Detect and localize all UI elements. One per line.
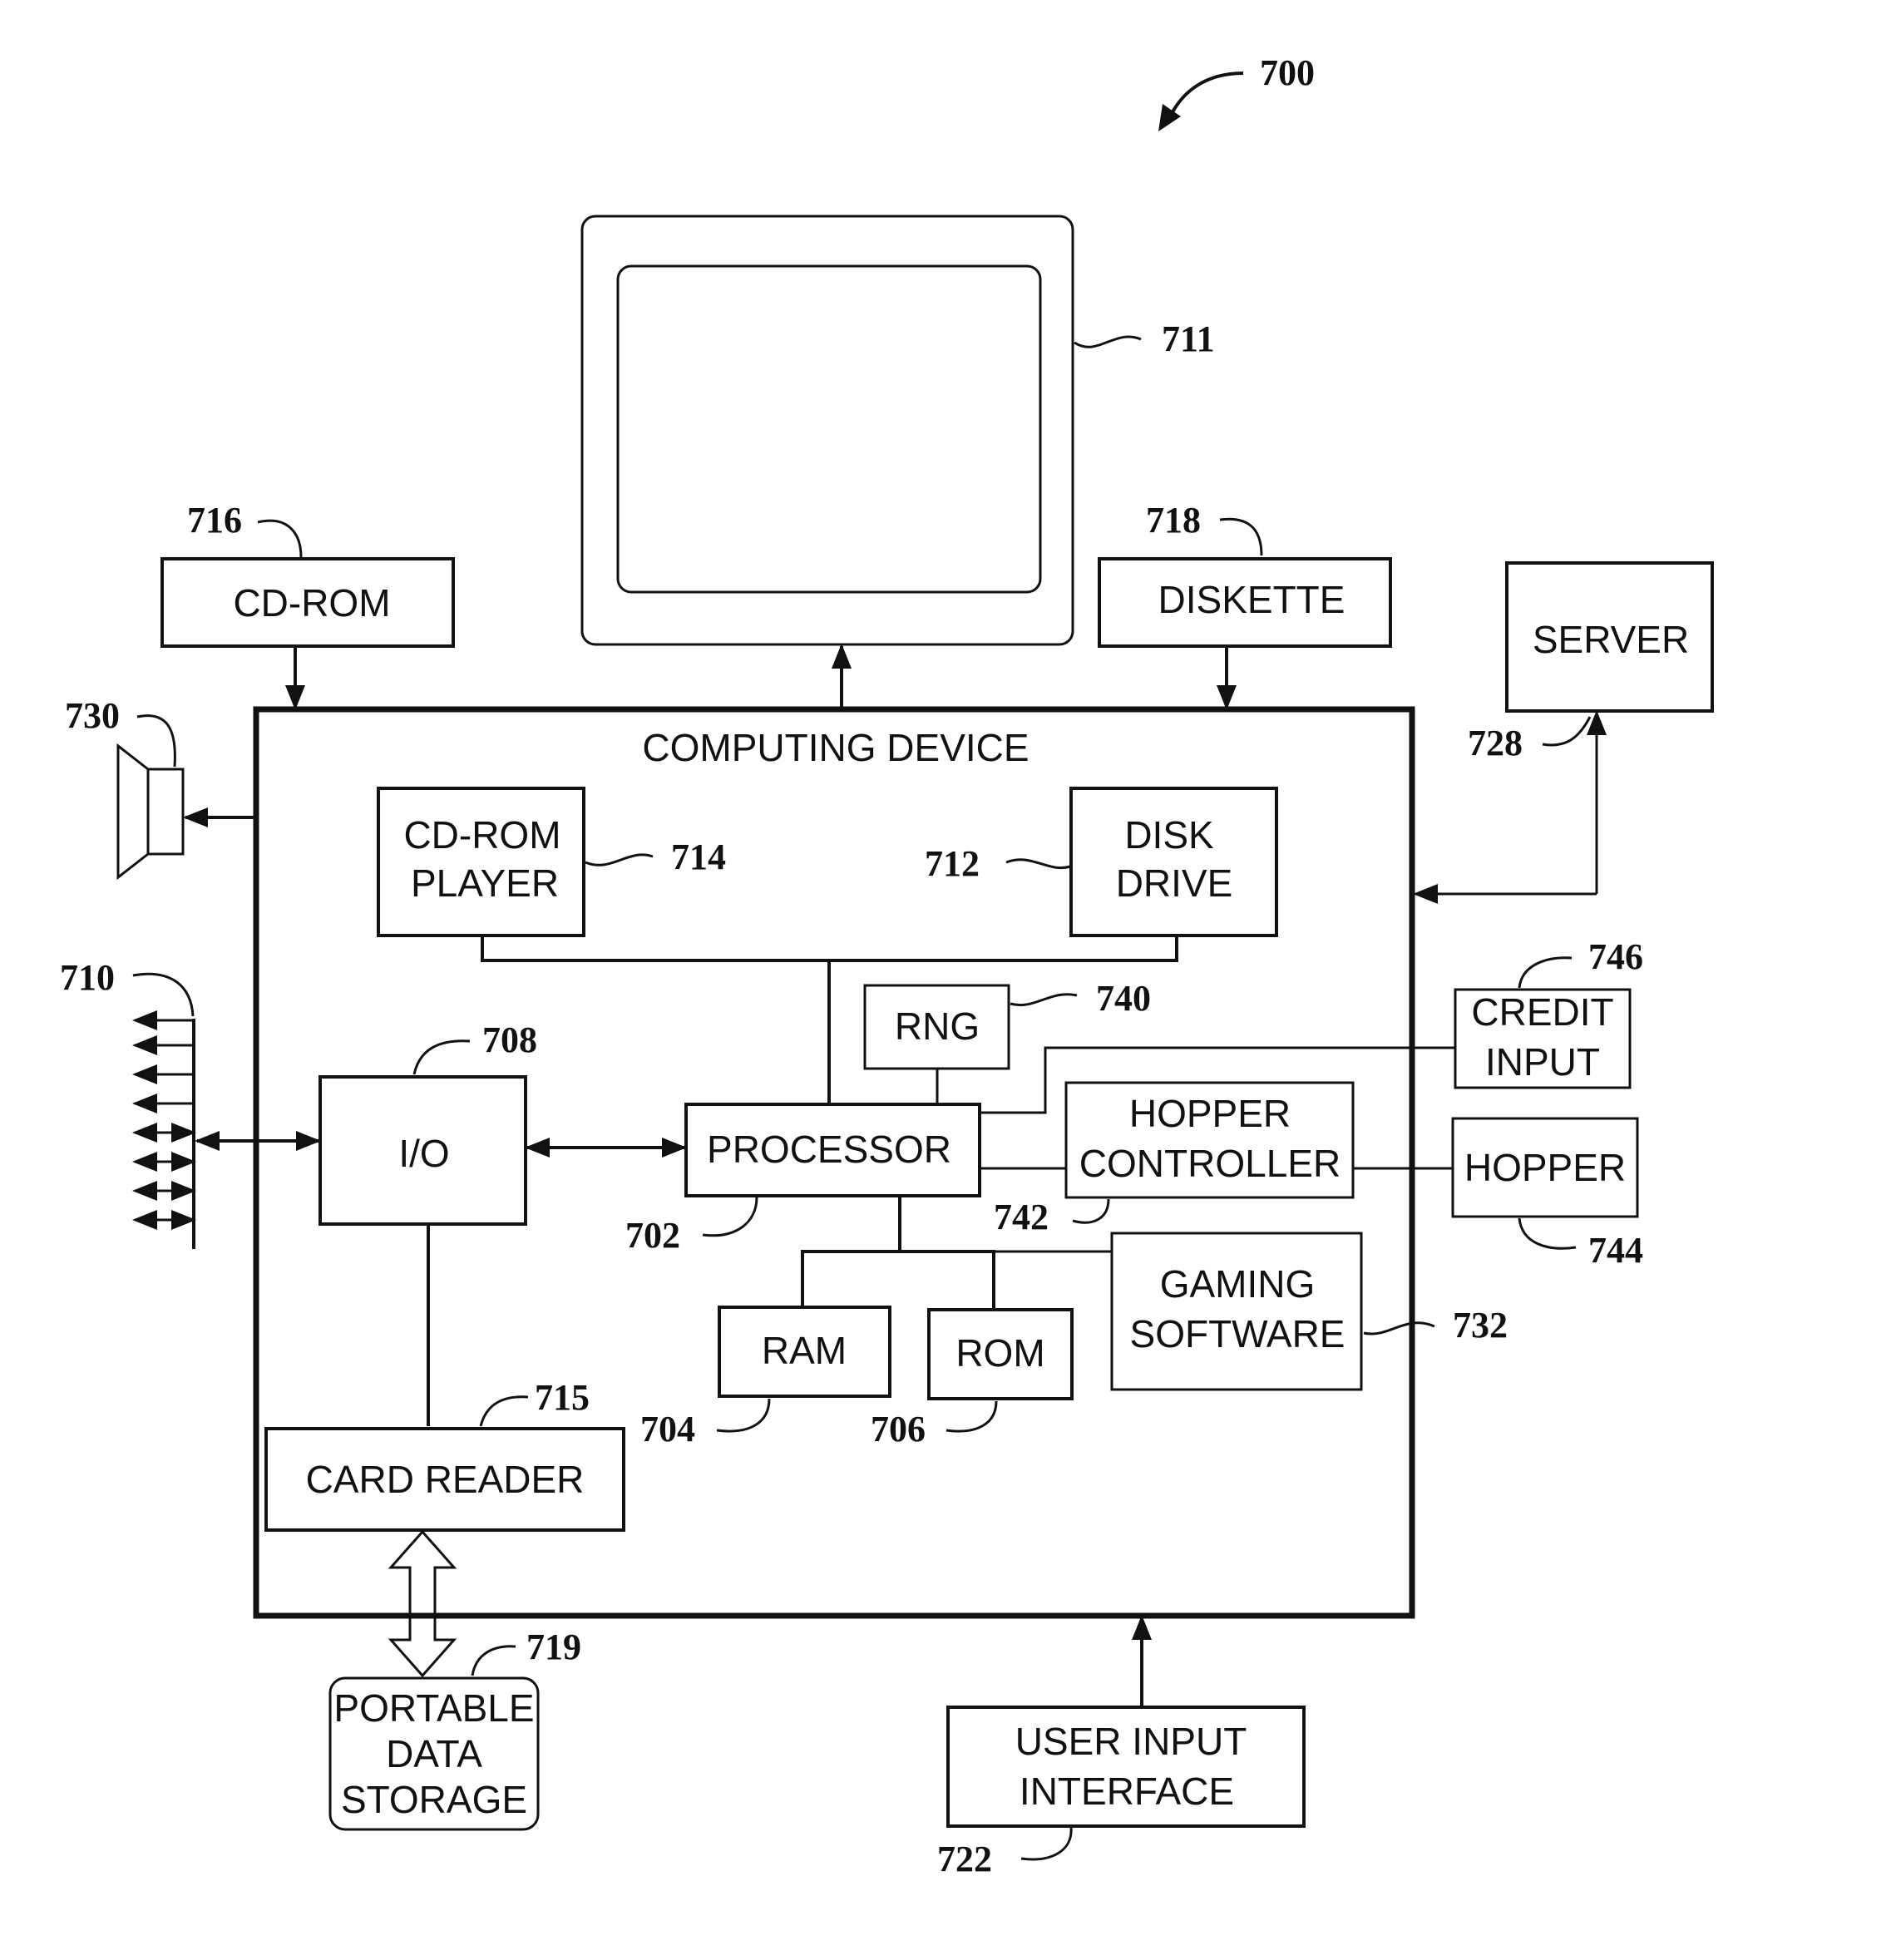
ref-706: 706 [871, 1409, 926, 1449]
gaming-software: GAMING SOFTWARE 732 [1112, 1233, 1508, 1390]
ref-715: 715 [535, 1377, 590, 1418]
ref-719: 719 [526, 1627, 581, 1667]
card-reader-label: CARD READER [306, 1458, 585, 1501]
hopper-controller-label-2: CONTROLLER [1079, 1142, 1341, 1185]
leader-708 [414, 1041, 470, 1074]
ref-702: 702 [625, 1215, 680, 1256]
cdrom-external-label: CD-ROM [233, 581, 390, 625]
ref-718: 718 [1146, 500, 1201, 541]
ref-712: 712 [925, 843, 980, 884]
portable-storage-label-2: DATA [386, 1732, 482, 1775]
card-reader-storage-double-arrow [391, 1532, 454, 1676]
ref-708: 708 [482, 1019, 537, 1060]
figure-ref-arrow [1168, 73, 1243, 121]
ref-740: 740 [1096, 978, 1151, 1019]
leader-716 [258, 521, 301, 557]
monitor-screen [618, 266, 1040, 592]
ref-744: 744 [1588, 1230, 1643, 1271]
portable-data-storage: PORTABLE DATA STORAGE 719 [330, 1627, 581, 1829]
leader-722 [1021, 1828, 1071, 1859]
monitor-bezel [582, 216, 1073, 644]
display-monitor: 711 [582, 216, 1215, 644]
rom-label: ROM [955, 1331, 1044, 1375]
leader-704 [717, 1399, 769, 1431]
hopper: HOPPER 744 [1353, 1118, 1643, 1271]
server: SERVER 728 [1415, 563, 1712, 894]
io-label: I/O [398, 1132, 449, 1175]
leader-730 [137, 716, 175, 767]
hopper-controller: HOPPER CONTROLLER 742 [980, 1083, 1353, 1237]
ref-746: 746 [1588, 936, 1643, 977]
leader-744 [1519, 1218, 1576, 1248]
ref-711: 711 [1162, 318, 1215, 359]
leader-719 [472, 1646, 516, 1676]
disk-drive: DISK DRIVE 712 [925, 788, 1276, 936]
leader-740 [1010, 995, 1077, 1005]
cdrom-player-label-2: PLAYER [411, 862, 559, 905]
portable-storage-label-3: STORAGE [341, 1778, 527, 1821]
ram-label: RAM [762, 1329, 847, 1372]
ref-728: 728 [1468, 723, 1523, 763]
diskette: DISKETTE 718 [1099, 500, 1390, 708]
cdrom-player-label-1: CD-ROM [403, 813, 560, 857]
leader-728 [1543, 717, 1590, 745]
leader-715 [481, 1397, 528, 1426]
disk-drive-label-2: DRIVE [1116, 862, 1233, 905]
leader-718 [1220, 519, 1262, 555]
rom: ROM 706 [871, 1310, 1072, 1449]
processor: PROCESSOR 702 [527, 1104, 980, 1256]
leader-702 [703, 1197, 757, 1236]
rng-label: RNG [895, 1005, 980, 1048]
leader-732 [1364, 1323, 1434, 1334]
leader-714 [585, 855, 653, 865]
user-input-label-2: INTERFACE [1020, 1770, 1234, 1813]
user-input-label-1: USER INPUT [1015, 1720, 1247, 1763]
ref-730: 730 [65, 695, 120, 736]
ref-722: 722 [937, 1839, 992, 1879]
ref-710: 710 [60, 957, 115, 998]
ref-704: 704 [640, 1409, 695, 1449]
computing-device-label: COMPUTING DEVICE [642, 726, 1029, 769]
speaker-cone [118, 746, 148, 877]
ref-716: 716 [187, 500, 242, 541]
portable-storage-label-1: PORTABLE [333, 1686, 534, 1730]
ref-714: 714 [671, 837, 726, 877]
user-input-interface: USER INPUT INTERFACE 722 [937, 1617, 1304, 1879]
figure-ref-number: 700 [1260, 52, 1315, 93]
hopper-label: HOPPER [1464, 1146, 1626, 1189]
gaming-software-label-1: GAMING [1160, 1262, 1316, 1306]
leader-742 [1073, 1199, 1108, 1222]
credit-input-label-1: CREDIT [1471, 990, 1613, 1034]
leader-711 [1074, 337, 1141, 347]
leader-710 [133, 974, 193, 1016]
leader-746 [1519, 958, 1572, 988]
ref-742: 742 [994, 1197, 1049, 1237]
io: I/O 708 [320, 1019, 537, 1426]
card-reader: CARD READER 715 [266, 1377, 624, 1530]
figure-ref: 700 [1158, 52, 1315, 131]
server-label: SERVER [1533, 618, 1689, 661]
ram: RAM 704 [640, 1307, 890, 1449]
credit-input: CREDIT INPUT 746 [980, 936, 1643, 1113]
leader-706 [946, 1401, 996, 1431]
speaker: 730 [65, 695, 254, 877]
memory-bus [802, 1252, 994, 1310]
storage-bus [482, 936, 1177, 960]
speaker-body [148, 769, 183, 854]
processor-label: PROCESSOR [707, 1128, 951, 1171]
gaming-software-label-2: SOFTWARE [1130, 1312, 1345, 1355]
cdrom-player: CD-ROM PLAYER 714 [378, 788, 726, 936]
figure-ref-arrowhead [1158, 104, 1181, 131]
ref-732: 732 [1453, 1305, 1508, 1345]
credit-input-label-2: INPUT [1485, 1040, 1600, 1084]
rng: RNG 740 [865, 978, 1151, 1104]
disk-drive-label-1: DISK [1124, 813, 1214, 857]
leader-712 [1006, 860, 1070, 868]
io-lines: 710 [60, 957, 318, 1249]
cdrom-external: CD-ROM 716 [162, 500, 453, 708]
gaming-software-box [1112, 1233, 1361, 1390]
diskette-label: DISKETTE [1158, 578, 1345, 621]
hopper-controller-label-1: HOPPER [1129, 1092, 1291, 1135]
